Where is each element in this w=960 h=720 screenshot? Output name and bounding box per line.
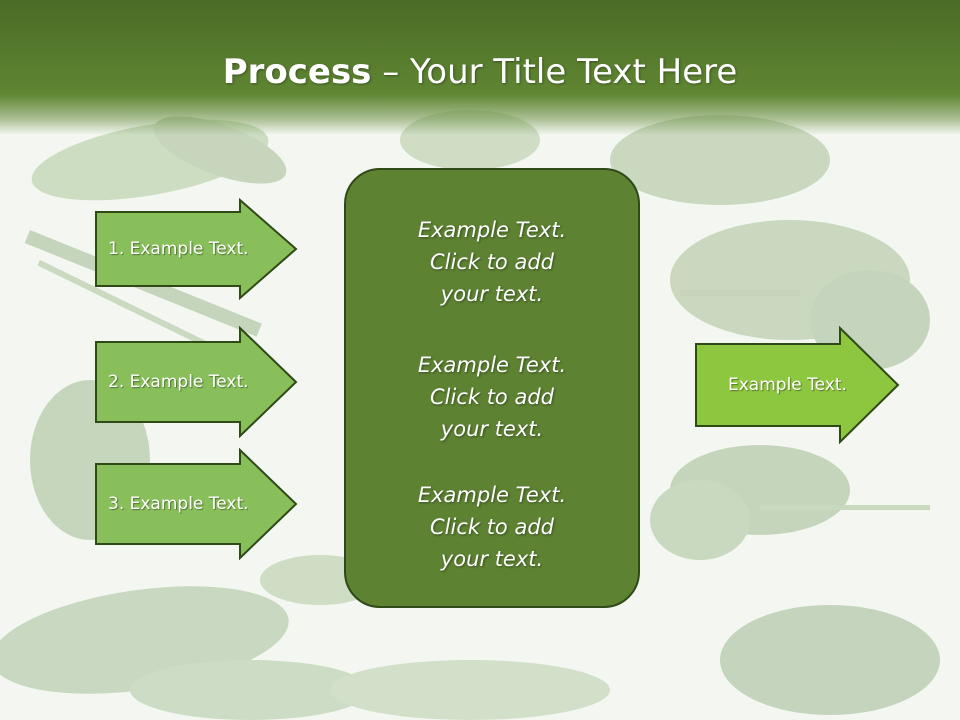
step-arrow-3[interactable]: 3. Example Text. [94,447,298,561]
result-arrow[interactable]: Example Text. [694,325,900,445]
right-arrow-icon [95,197,298,301]
result-label: Example Text. [728,375,847,395]
slide-title: Process – Your Title Text Here [0,52,960,92]
center-text-block-1: Example Text. Click to add your text. [417,218,567,306]
title-bold: Process [222,52,372,92]
center-text-block-2: Example Text. Click to add your text. [417,353,567,441]
right-arrow-icon [695,325,900,445]
right-arrow-icon [95,325,298,439]
title-bar [0,0,960,135]
right-arrow-icon [95,447,298,561]
step-arrow-1[interactable]: 1. Example Text. [94,197,298,301]
title-rest: – Your Title Text Here [371,52,738,92]
step-arrow-2[interactable]: 2. Example Text. [94,325,298,439]
center-text-box[interactable]: Example Text. Click to add your text. Ex… [344,168,640,608]
step-label: 1. Example Text. [108,239,249,259]
step-label: 3. Example Text. [108,494,249,514]
step-label: 2. Example Text. [108,372,249,392]
center-text-block-3: Example Text. Click to add your text. [417,483,567,571]
